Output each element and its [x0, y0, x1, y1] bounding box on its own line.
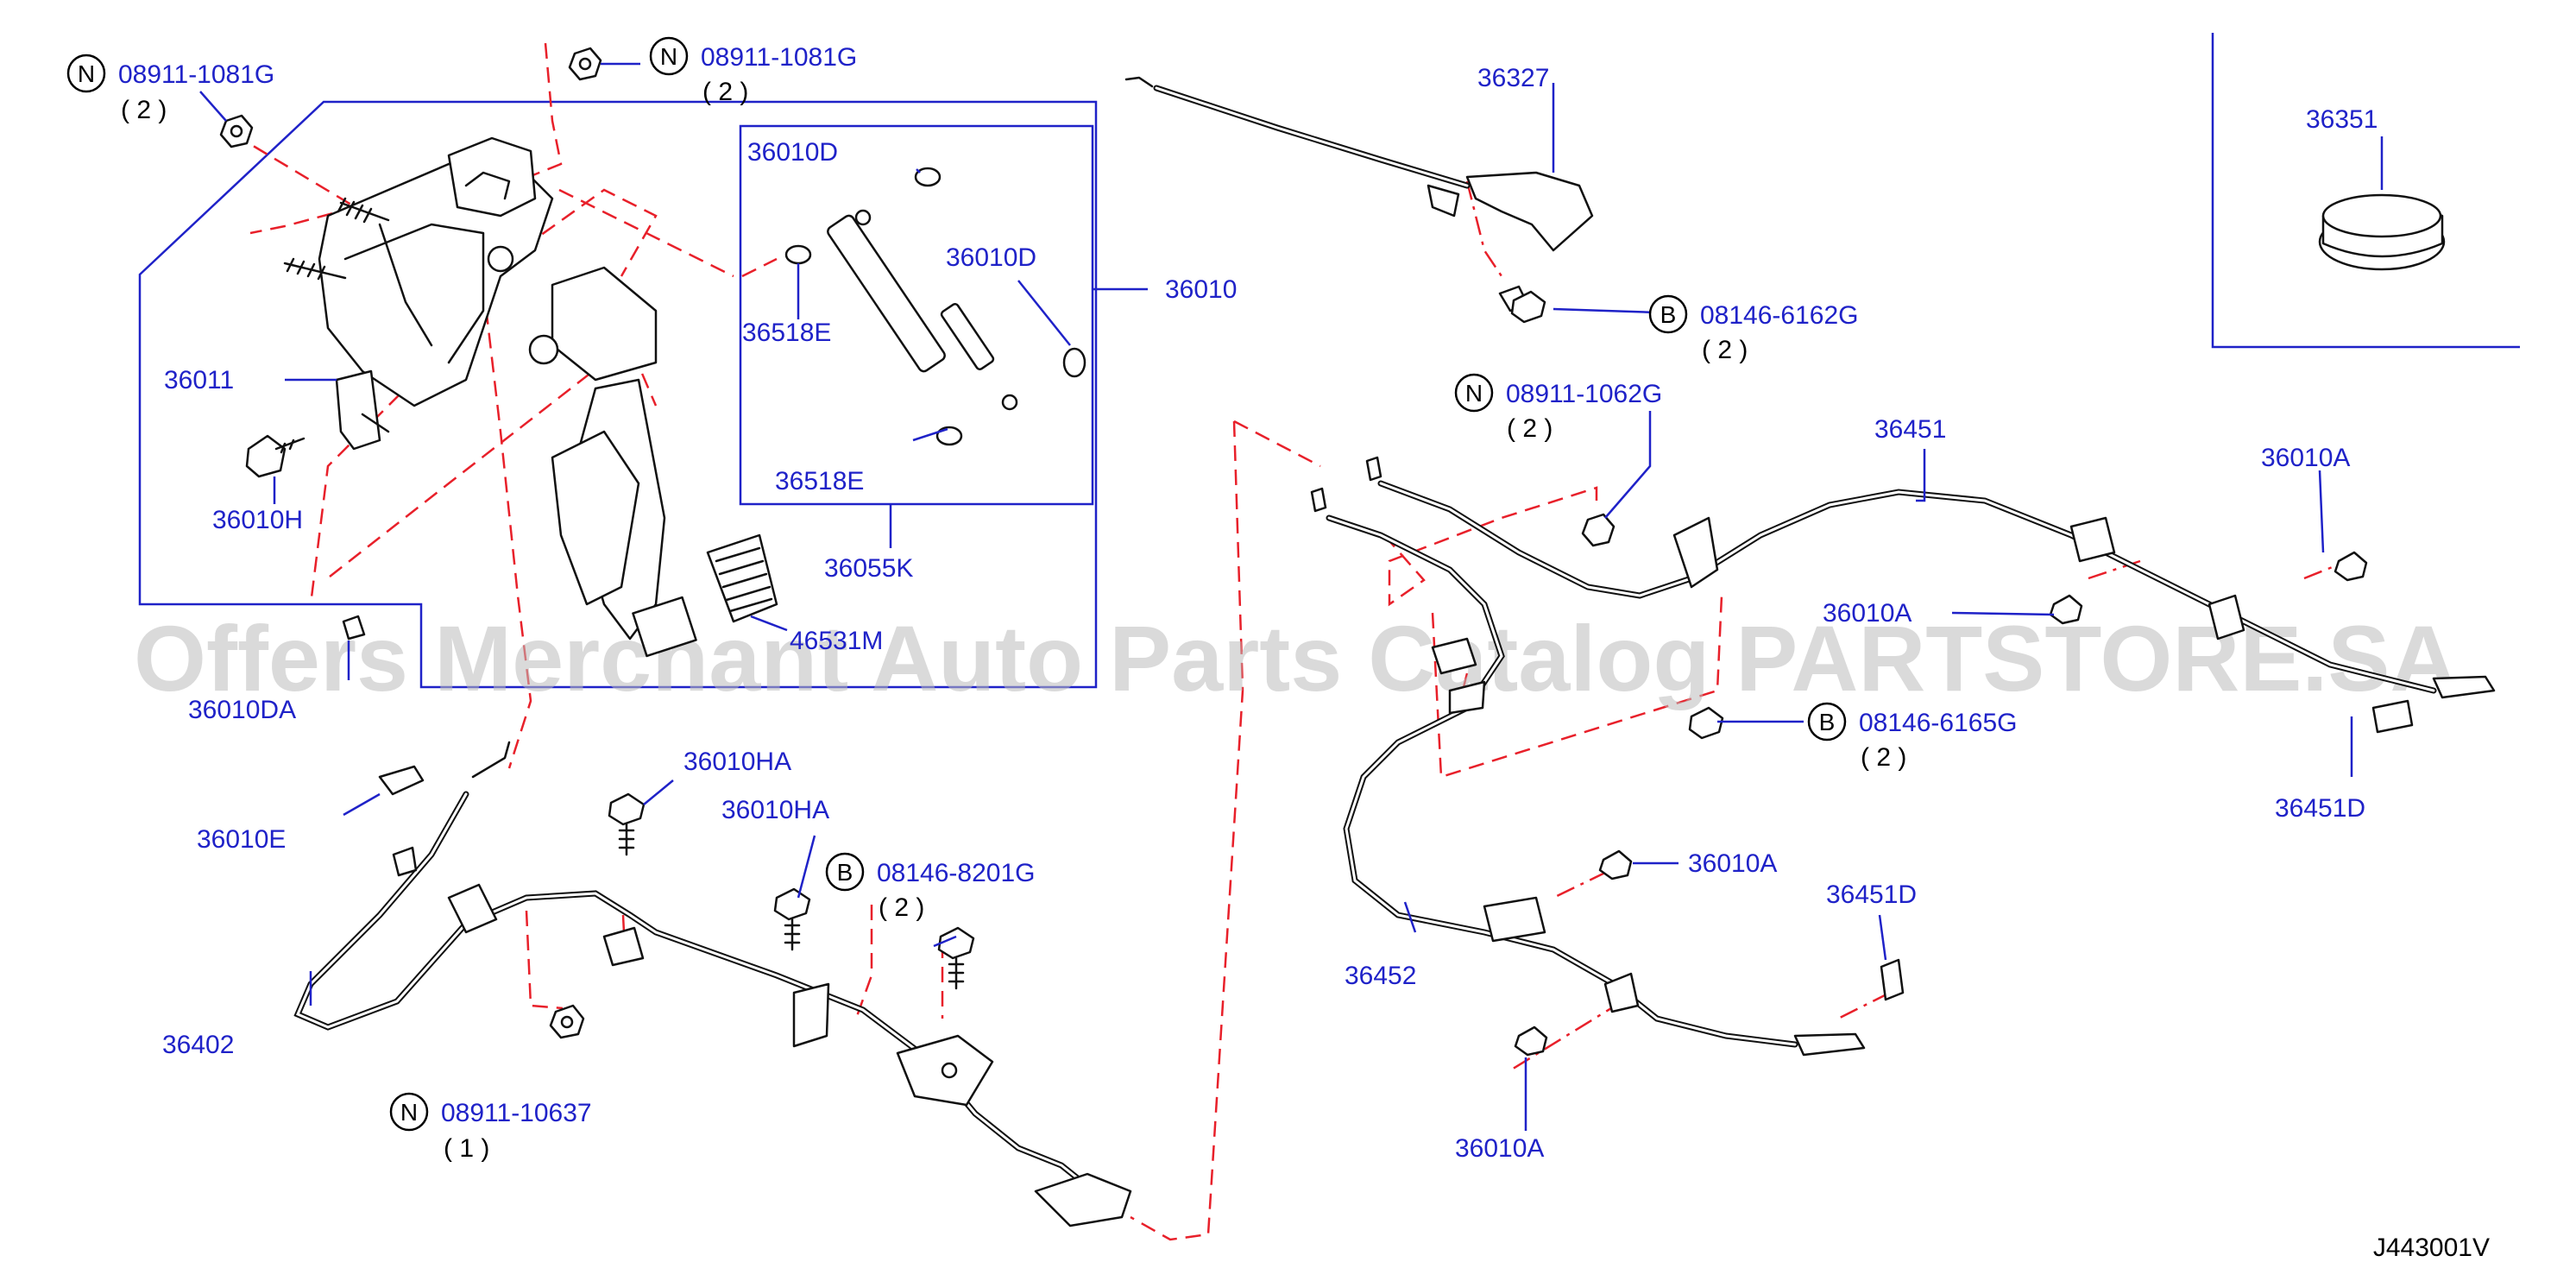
badge-n2 [649, 36, 689, 76]
label-36010A-low: 36010A [1688, 849, 1777, 878]
label-36327: 36327 [1477, 64, 1549, 92]
fastener-qty-b2: ( 2 ) [1861, 743, 1906, 772]
label-36518E-b: 36518E [775, 467, 864, 495]
rear-cables-drawing [1310, 290, 2496, 1057]
label-36351: 36351 [2306, 105, 2378, 134]
fastener-part-b1: 08146-6162G [1700, 301, 1859, 330]
label-36010D-b: 36010D [946, 243, 1036, 272]
label-36518E-a: 36518E [742, 319, 831, 347]
fastener-part-b2: 08146-6165G [1859, 709, 2018, 737]
label-36010D-a: 36010D [747, 138, 838, 167]
pedal-assembly-frame [138, 100, 1098, 689]
badge-n4 [389, 1092, 429, 1132]
badge-n1 [66, 54, 106, 93]
badge-n3 [1454, 373, 1494, 413]
fastener-part-n3: 08911-1062G [1506, 380, 1662, 408]
fastener-part-n1: 08911-1081G [118, 60, 274, 89]
cap-inset-frame [2211, 33, 2520, 349]
pedal-assembly-drawing [219, 47, 778, 658]
badge-b1 [1648, 294, 1688, 334]
release-cable-drawing [1124, 76, 1594, 312]
badge-letter-n4: N [400, 1099, 418, 1126]
fastener-qty-n3: ( 2 ) [1507, 414, 1553, 443]
label-36010DA: 36010DA [188, 696, 296, 724]
fastener-part-b3: 08146-8201G [877, 859, 1036, 887]
alignment-lines [232, 42, 2348, 1241]
label-36010A-mid: 36010A [1823, 599, 1912, 628]
label-36055K: 36055K [824, 554, 913, 583]
fastener-part-n2: 08911-1081G [701, 43, 857, 72]
label-36010E: 36010E [197, 825, 286, 854]
label-36451D-a: 36451D [2275, 794, 2365, 823]
diagram-code: J443001V [2373, 1234, 2490, 1262]
label-36010HA-a: 36010HA [683, 748, 791, 776]
fastener-qty-b1: ( 2 ) [1702, 336, 1748, 364]
badge-b3 [825, 852, 865, 892]
damper-kit-frame [739, 124, 1094, 506]
label-36010HA-b: 36010HA [721, 796, 829, 824]
cap-plug-drawing [2318, 193, 2446, 271]
part-labels: N 08911-1081G ( 2 ) N 08911-1081G ( 2 ) … [66, 36, 2490, 1262]
fastener-qty-n4: ( 1 ) [444, 1134, 489, 1163]
damper-kit-drawing [784, 167, 1086, 446]
badge-letter-b1: B [1660, 301, 1677, 328]
watermark-text: Offers Merchant Auto Parts Catalog PARTS… [134, 606, 2457, 710]
label-36452: 36452 [1345, 962, 1416, 990]
label-36402: 36402 [162, 1031, 234, 1059]
fastener-qty-b3: ( 2 ) [879, 893, 924, 922]
front-cable-drawing [293, 741, 1132, 1227]
fastener-part-n4: 08911-10637 [441, 1099, 592, 1127]
label-46531M: 46531M [790, 627, 883, 655]
label-36010A-bot: 36010A [1455, 1134, 1544, 1163]
badge-letter-n1: N [78, 60, 95, 87]
label-36451: 36451 [1874, 415, 1946, 444]
badge-letter-b3: B [837, 859, 853, 886]
leader-lines [199, 83, 2384, 1131]
badge-letter-n3: N [1465, 380, 1483, 407]
label-36010H: 36010H [212, 506, 303, 534]
label-36451D-b: 36451D [1826, 880, 1917, 909]
badge-letter-b2: B [1819, 709, 1836, 735]
badge-letter-n2: N [660, 43, 677, 70]
label-36010A-top: 36010A [2261, 444, 2350, 472]
label-36011: 36011 [164, 366, 234, 394]
fastener-qty-n1: ( 2 ) [121, 96, 167, 124]
label-36010: 36010 [1165, 275, 1237, 304]
fastener-qty-n2: ( 2 ) [702, 78, 748, 106]
badge-b2 [1807, 702, 1847, 741]
